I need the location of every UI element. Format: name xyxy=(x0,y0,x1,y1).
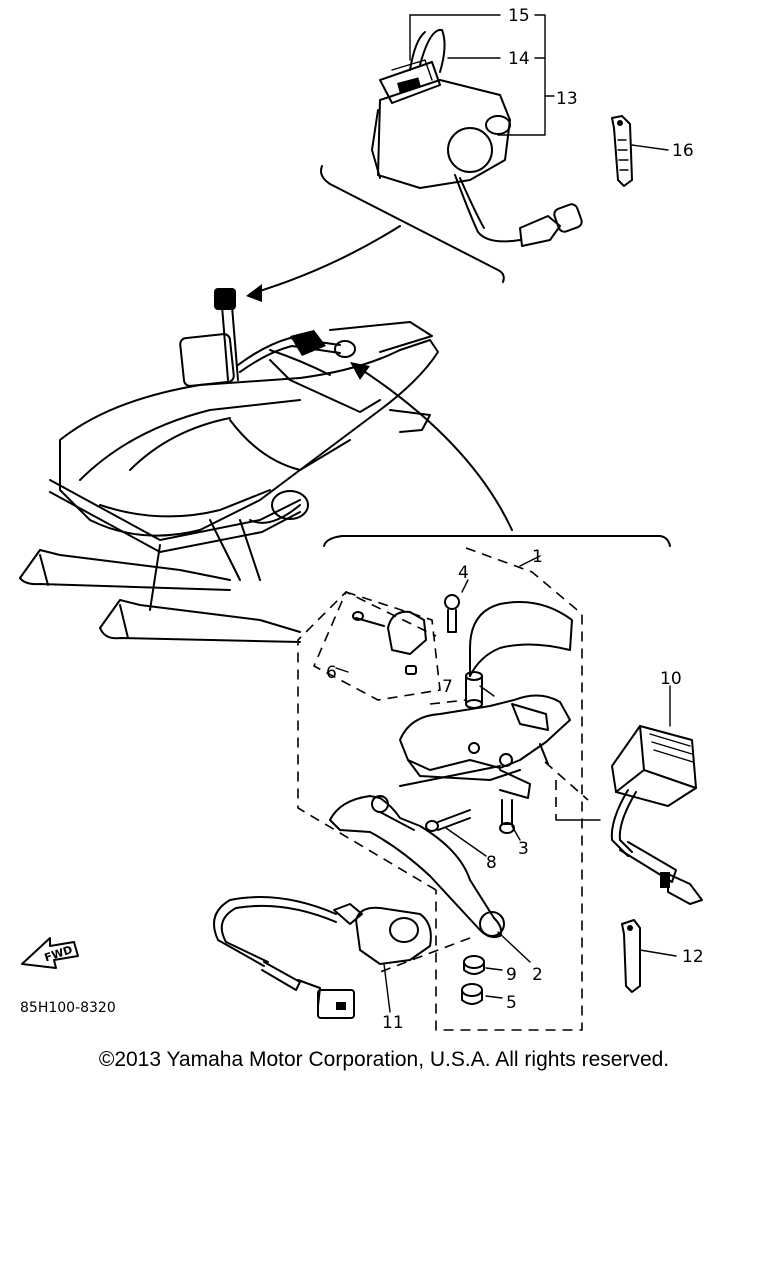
bracket-upper xyxy=(320,165,505,283)
switch-6 xyxy=(352,610,427,675)
callout-8: 8 xyxy=(486,853,497,873)
callout-1: 1 xyxy=(532,547,543,567)
callout-4: 4 xyxy=(458,563,469,583)
callout-5: 5 xyxy=(506,993,517,1013)
callout-13: 13 xyxy=(556,89,578,109)
callout-14: 14 xyxy=(508,49,530,69)
bolt-3 xyxy=(499,799,515,834)
fwd-label: FWD xyxy=(43,943,74,964)
cable-band-12 xyxy=(621,919,677,993)
part-code: 85H100-8320 xyxy=(20,1000,116,1016)
pivot-7 xyxy=(465,671,483,709)
callout-9: 9 xyxy=(506,965,517,985)
callout-16: 16 xyxy=(672,141,694,161)
cable-band-16 xyxy=(611,115,669,187)
callout-11: 11 xyxy=(382,1013,404,1033)
copyright-text: ©2013 Yamaha Motor Corporation, U.S.A. A… xyxy=(98,1048,670,1071)
fwd-arrow-icon: FWD xyxy=(21,937,79,969)
brake-lever-2 xyxy=(329,765,505,939)
bolt-8 xyxy=(425,809,471,832)
switch-11 xyxy=(213,896,432,1019)
callout-12: 12 xyxy=(682,947,704,967)
lever-holder xyxy=(399,694,571,799)
screw-4 xyxy=(444,594,460,633)
callout-10: 10 xyxy=(660,669,682,689)
lever-cover xyxy=(469,601,573,677)
unit-10 xyxy=(610,725,703,905)
snowmobile-illustration xyxy=(19,288,439,643)
washer-9 xyxy=(463,955,485,975)
callout-6: 6 xyxy=(326,663,337,683)
switch-housing-assembly xyxy=(371,28,583,247)
callout-2: 2 xyxy=(532,965,543,985)
callout-15: 15 xyxy=(508,6,530,26)
callout-7: 7 xyxy=(442,677,453,697)
parts-diagram: FWD 1 2 3 4 5 6 7 8 9 10 11 12 13 14 15 … xyxy=(19,6,704,1033)
nut-5 xyxy=(461,983,483,1005)
callout-3: 3 xyxy=(518,839,529,859)
